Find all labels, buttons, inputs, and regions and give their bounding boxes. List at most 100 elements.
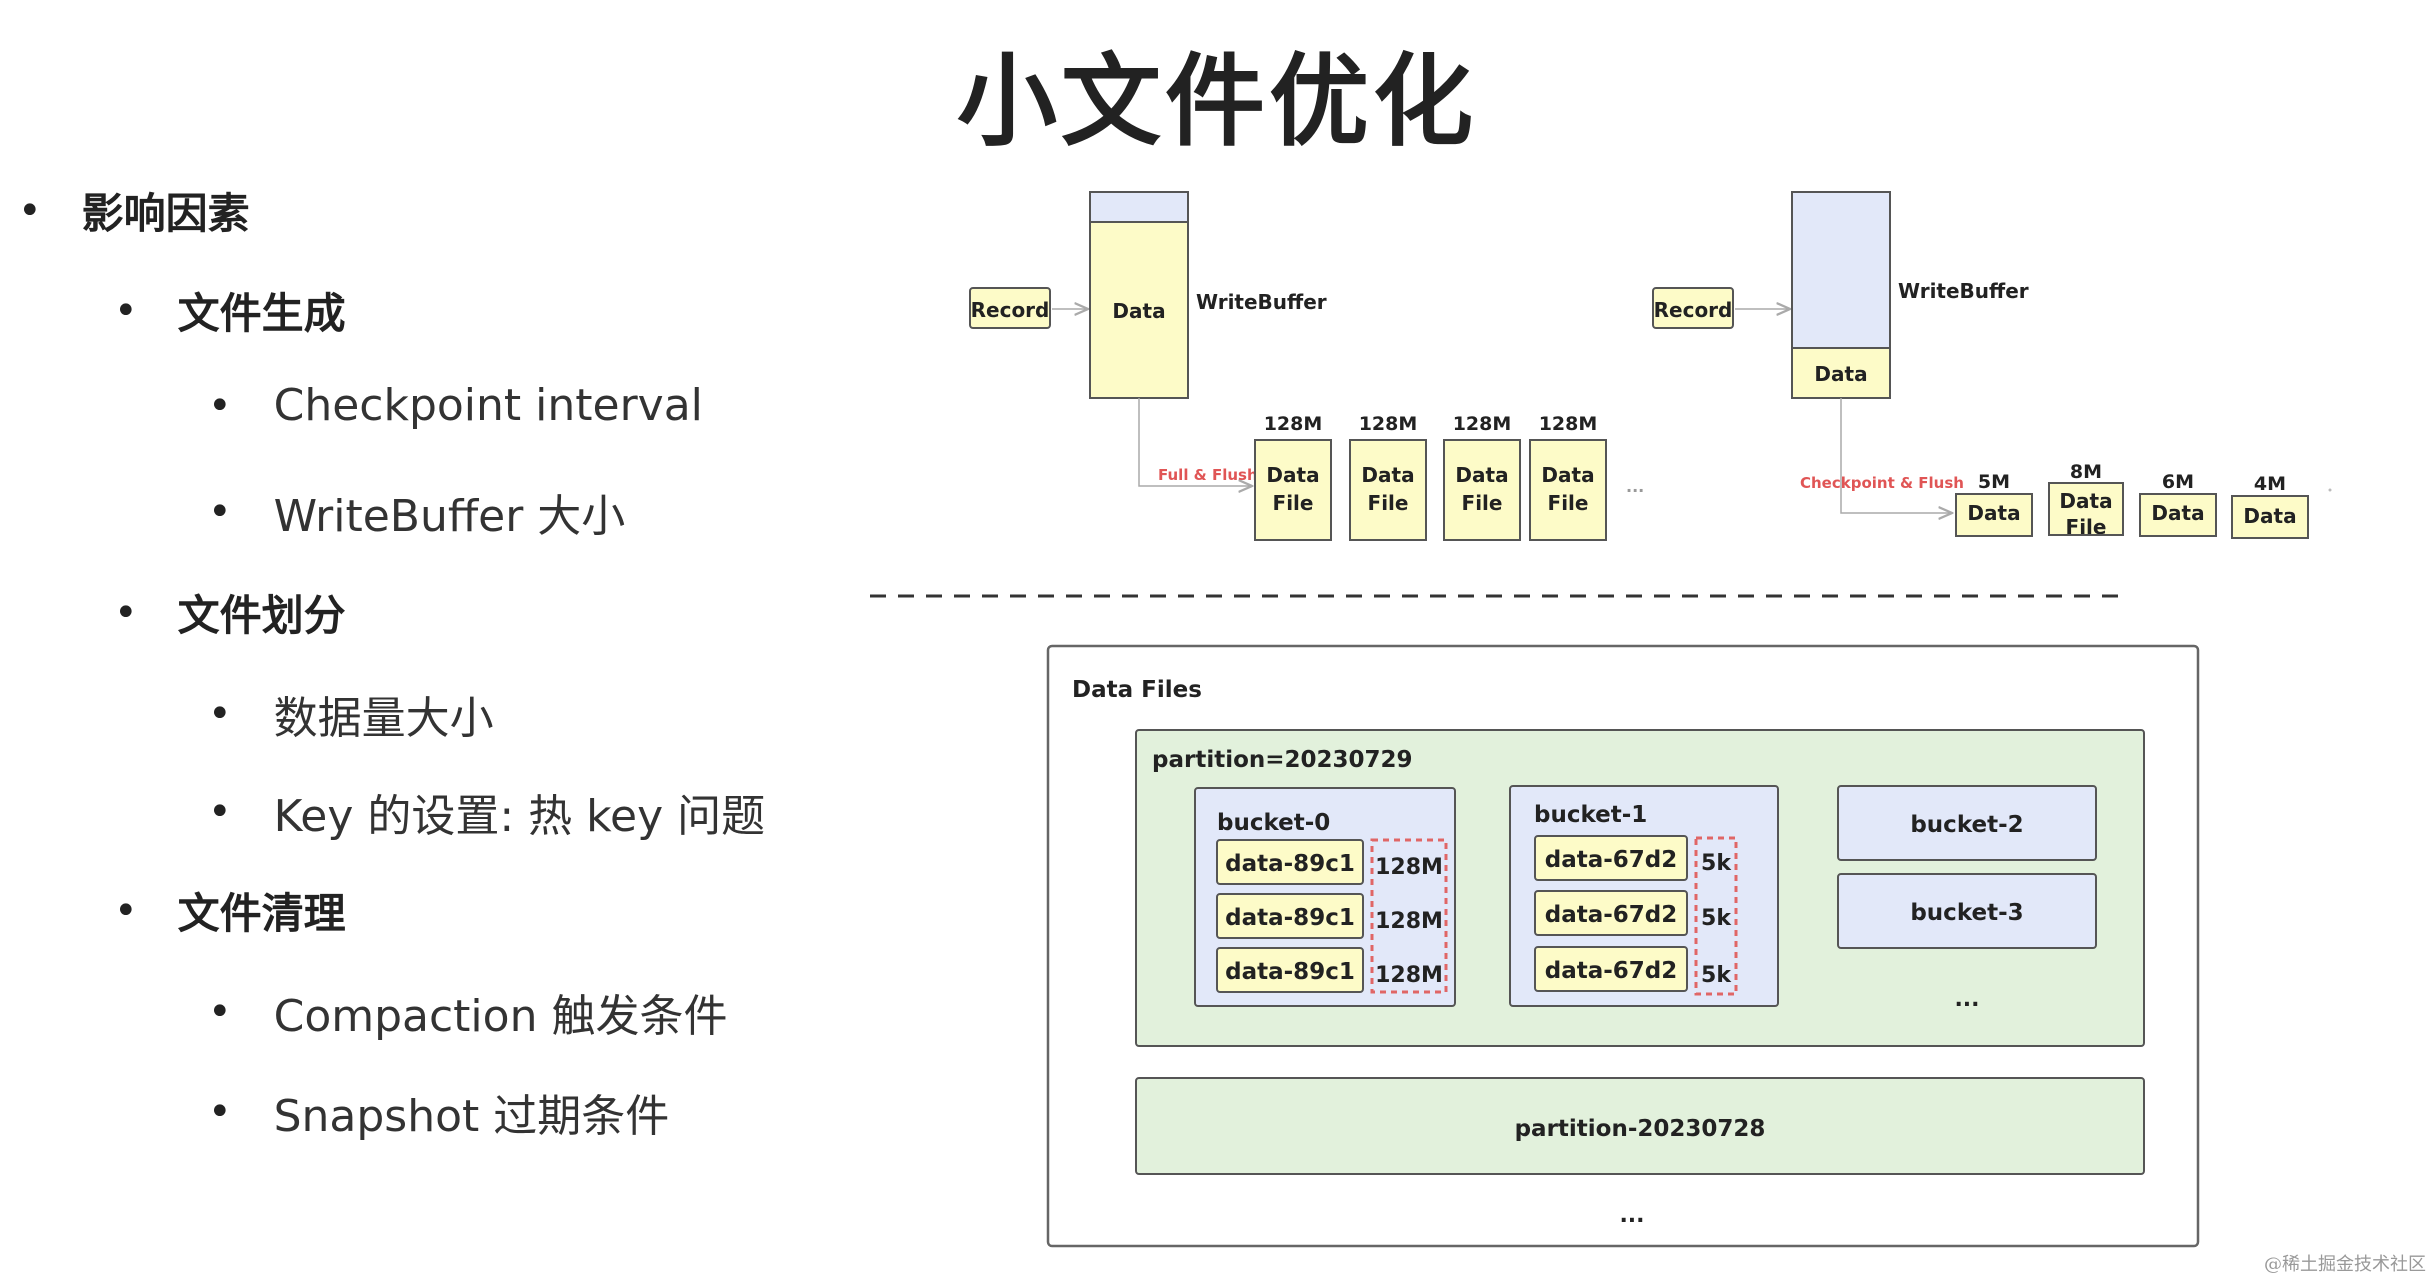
bucket-ellipsis: ...	[1954, 987, 1979, 1012]
flush-connector-right	[1840, 398, 1952, 513]
left-files-ellipsis: ...	[1626, 477, 1644, 496]
left-file-box	[1529, 439, 1607, 541]
outline-key-setting: Key 的设置: 热 key 问题	[273, 791, 766, 842]
data-file-size: 128M	[1375, 909, 1443, 934]
data-file-box	[1534, 835, 1688, 881]
left-file-box	[1254, 439, 1332, 541]
right-file-line1: Data	[2243, 504, 2296, 528]
bullet-dot: •	[114, 887, 138, 934]
flow-left: Record Data WriteBuffer Full & Flush 128…	[969, 191, 1644, 541]
right-file-4: 4M Data	[2231, 473, 2309, 539]
watermark: @稀土掘金技术社区	[2264, 1254, 2426, 1275]
bullet-checkpoint: • Checkpoint interval	[208, 380, 703, 431]
data-file-name: data-89c1	[1225, 851, 1355, 877]
outline-writebuffer-size: WriteBuffer 大小	[273, 491, 626, 542]
record-box-left	[969, 287, 1051, 329]
right-file-line1: Data	[2151, 501, 2204, 525]
left-file-1: 128M Data File	[1254, 413, 1332, 541]
bullet-dot: •	[208, 382, 232, 429]
right-file-box	[2139, 493, 2217, 537]
left-file-line2: File	[1462, 491, 1503, 515]
writebuffer-label-right: WriteBuffer	[1898, 279, 2029, 303]
bucket-1: bucket-1 data-67d2 5k data-67d2 5k data-…	[1509, 785, 1779, 1007]
bucket-0: bucket-0 data-89c1 128M data-89c1 128M d…	[1194, 787, 1456, 1007]
bullet-dot: •	[114, 287, 138, 334]
bullet-factors: • 影响因素	[18, 180, 250, 241]
flush-label-left: Full & Flush	[1158, 466, 1258, 484]
bullet-division: • 文件划分	[114, 582, 346, 643]
bullet-generation: • 文件生成	[114, 280, 346, 341]
data-file-box	[1216, 839, 1364, 885]
left-file-line1: Data	[1541, 463, 1594, 487]
flow-right: Record Data WriteBuffer Checkpoint & Flu…	[1652, 191, 2309, 539]
bullet-dot: •	[18, 187, 42, 234]
left-file-size: 128M	[1359, 413, 1418, 435]
data-file-size: 128M	[1375, 855, 1443, 880]
page-title: 小文件优化	[957, 43, 1477, 160]
left-file-line2: File	[1548, 491, 1589, 515]
data-file-box	[1216, 947, 1364, 993]
outline-checkpoint-interval: Checkpoint interval	[273, 380, 703, 431]
data-files-panel: Data Files partition=20230729 bucket-0 d…	[1046, 644, 2200, 1248]
bullet-data-volume: • 数据量大小	[208, 682, 494, 746]
right-file-size: 6M	[2162, 471, 2194, 493]
writebuffer-data-right	[1791, 347, 1891, 399]
right-file-size: 5M	[1978, 471, 2010, 493]
right-file-1: 5M Data	[1955, 471, 2033, 537]
bullet-writebuffer: • WriteBuffer 大小	[208, 480, 625, 544]
flush-label-right: Checkpoint & Flush	[1800, 474, 1964, 492]
data-file-box	[1216, 893, 1364, 939]
data-file-name: data-67d2	[1545, 958, 1678, 984]
data-file-box	[1534, 890, 1688, 936]
data-file-size: 5k	[1701, 963, 1732, 988]
flush-connector-left	[1138, 398, 1252, 486]
bullet-dot: •	[208, 789, 232, 835]
writebuffer-data-left	[1089, 221, 1189, 399]
outline-data-volume: 数据量大小	[273, 693, 494, 744]
writebuffer-data-label-left: Data	[1112, 299, 1165, 323]
partition-20230728	[1135, 1077, 2145, 1175]
right-file-line2: File	[2066, 515, 2107, 539]
right-file-2: 8M Data File	[2048, 461, 2124, 539]
left-file-box	[1443, 439, 1521, 541]
data-files-title: Data Files	[1072, 677, 1202, 703]
right-file-3: 6M Data	[2139, 471, 2217, 537]
right-file-box	[2048, 482, 2124, 536]
stray-dot	[2328, 488, 2332, 492]
data-file-name: data-67d2	[1545, 902, 1678, 928]
right-file-line1: Data	[2059, 489, 2112, 513]
left-file-2: 128M Data File	[1349, 413, 1427, 541]
outline-snapshot: Snapshot 过期条件	[273, 1091, 670, 1142]
partition-a-label: partition=20230729	[1152, 747, 1413, 773]
left-file-3: 128M Data File	[1443, 413, 1521, 541]
partition-b-label: partition-20230728	[1515, 1116, 1766, 1142]
bucket-0-label: bucket-0	[1217, 810, 1330, 836]
right-file-size: 8M	[2070, 461, 2102, 483]
record-box-right	[1652, 287, 1734, 329]
right-file-size: 4M	[2254, 473, 2286, 495]
right-file-box	[1955, 493, 2033, 537]
outline-cleanup: 文件清理	[177, 889, 346, 938]
writebuffer-empty-right	[1791, 191, 1891, 349]
record-label-left: Record	[971, 298, 1050, 322]
left-file-4: 128M Data File	[1529, 413, 1607, 541]
right-file-line1: Data	[1967, 501, 2020, 525]
left-file-line1: Data	[1266, 463, 1319, 487]
outline-factors: 影响因素	[81, 189, 250, 238]
writebuffer-header-left	[1089, 191, 1189, 223]
data-file-name: data-89c1	[1225, 959, 1355, 985]
left-file-line2: File	[1368, 491, 1409, 515]
left-file-box	[1349, 439, 1427, 541]
data-file-box	[1534, 946, 1688, 992]
outline-division: 文件划分	[177, 591, 346, 640]
writebuffer-data-label-right: Data	[1814, 362, 1867, 386]
bucket-2-label: bucket-2	[1910, 812, 2023, 838]
left-file-line1: Data	[1455, 463, 1508, 487]
bullet-dot: •	[208, 1089, 232, 1135]
bullet-dot: •	[208, 989, 232, 1035]
right-file-box	[2231, 495, 2309, 539]
bucket-1-size-group	[1694, 836, 1738, 996]
data-file-size: 5k	[1701, 906, 1732, 931]
bullet-cleanup: • 文件清理	[114, 880, 346, 941]
bullet-dot: •	[114, 589, 138, 636]
